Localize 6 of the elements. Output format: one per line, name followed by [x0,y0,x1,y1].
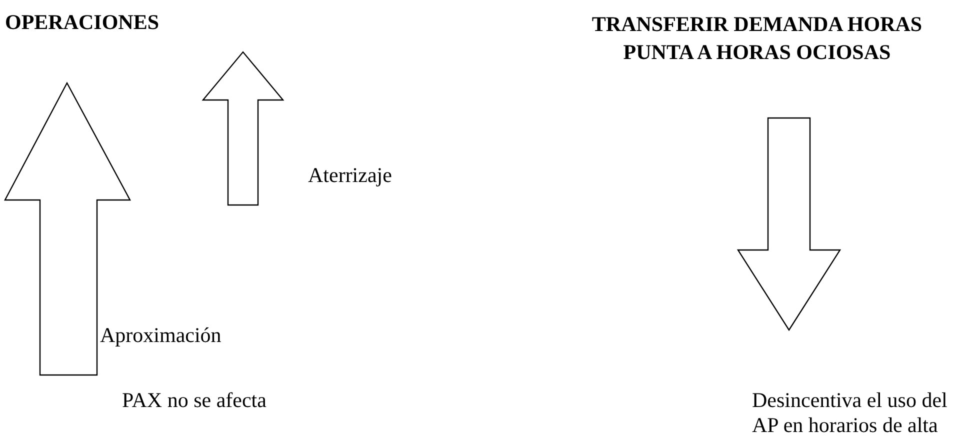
arrow-label: Aproximación [100,323,222,348]
heading: TRANSFERIR DEMANDA HORAS PUNTA A HORAS OCIOSAS [590,11,924,66]
arrow-label: Aterrizaje [308,163,393,188]
caption-text: PAX no se afecta [122,388,268,413]
caption-text: Desincentiva el uso del AP en horarios de alta [752,388,948,438]
heading: OPERACIONES [5,10,160,35]
